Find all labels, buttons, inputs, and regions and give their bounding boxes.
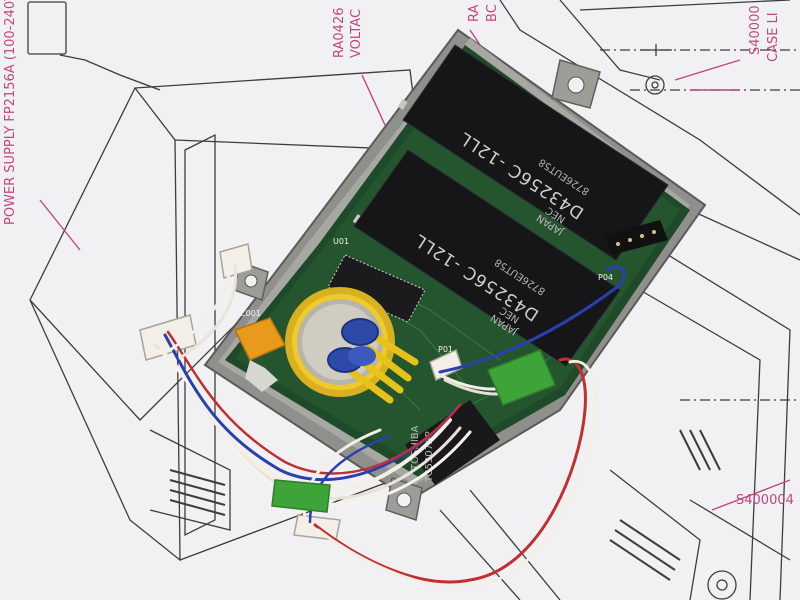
drawing-leader-lines [39,29,791,511]
chip-1-body [402,44,669,261]
orange-capacitor [233,317,287,392]
technical-drawing [27,0,800,600]
label-s-part-1: S40000 [748,5,763,55]
label-ra-top-2: BC [485,4,500,22]
label-ra-top-1: RA [467,4,482,22]
label-power-supply: POWER SUPPLY FP2156A (100-240V) [3,0,18,225]
label-ra-voltage-2: VOLTAC [349,9,364,58]
green-tape [271,349,556,513]
capacitors [327,318,419,404]
pcb-ref-p04: P04 [598,273,613,282]
smd-chip [327,254,426,323]
pin-header [605,220,668,255]
pcb-ref-u01: U01 [333,237,349,246]
pcb-ref-p01: P01 [438,345,453,354]
pcb-ref-c001: C001 [240,309,261,318]
label-s-part-3: S400004 [736,493,794,508]
label-s-part-2: CASE LI [766,12,781,62]
chip-2-body [353,149,621,367]
label-ra-voltage-1: RA0426 [332,8,347,58]
